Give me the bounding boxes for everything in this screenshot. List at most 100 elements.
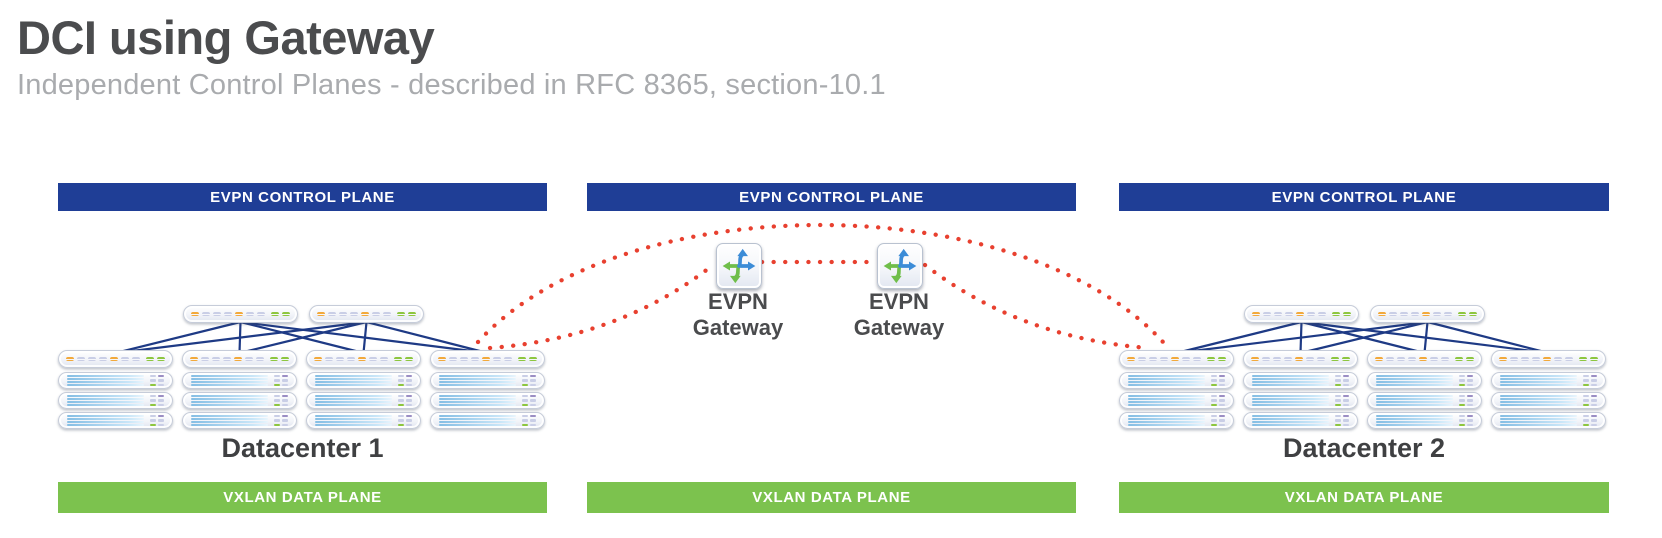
port-dash — [339, 312, 347, 316]
led-dash — [158, 423, 164, 427]
led-dash — [282, 414, 288, 418]
fabric-link-lines — [115, 320, 1549, 355]
server-stripe — [1252, 400, 1329, 404]
led-dash — [530, 414, 536, 418]
gateway-label-line2: Gateway — [853, 315, 945, 340]
server-stripe — [191, 420, 268, 424]
led-dash — [398, 394, 404, 398]
server-stripe — [1252, 377, 1329, 381]
led-dash — [1335, 419, 1341, 422]
port-dash — [350, 312, 358, 316]
led-dash — [1335, 374, 1341, 378]
led-dash — [1211, 414, 1217, 418]
server-leds — [1583, 414, 1597, 427]
server-stripe — [191, 395, 268, 398]
port-dash — [1285, 312, 1293, 316]
led-dash — [1467, 379, 1473, 382]
port-dash — [245, 357, 253, 361]
led-dash — [522, 423, 528, 427]
port-dash — [1332, 312, 1340, 316]
port-dash — [1411, 312, 1419, 316]
server-leds — [274, 414, 288, 427]
port-dash — [1430, 357, 1438, 361]
server-stripe — [439, 395, 516, 398]
server-stripe — [439, 403, 516, 406]
led-dash — [1343, 394, 1349, 398]
server-stripe — [439, 375, 516, 378]
server-icon — [58, 412, 173, 429]
evpn-control-plane-banner: EVPN CONTROL PLANE — [1119, 183, 1609, 211]
server-stripe — [1500, 377, 1577, 381]
server-stripe — [1500, 383, 1577, 386]
server-stripe — [191, 403, 268, 406]
led-dash — [274, 399, 280, 402]
port-dash — [325, 357, 333, 361]
server-stripe — [67, 397, 144, 401]
server-leds — [522, 414, 536, 427]
server-stripe — [1376, 403, 1453, 406]
server-stripe — [1376, 423, 1453, 426]
server-icon — [1243, 412, 1358, 429]
led-dash — [406, 383, 412, 387]
server-stripe — [191, 423, 268, 426]
server-stripe — [67, 395, 144, 398]
port-dash — [66, 357, 74, 361]
server-icon — [1367, 372, 1482, 389]
server-stripe — [1376, 420, 1453, 424]
leaf-switch-icon — [58, 350, 173, 368]
server-leds — [1459, 394, 1473, 407]
led-dash — [406, 379, 412, 382]
leaf-switch-icon — [1367, 350, 1482, 368]
port-dash — [1182, 357, 1190, 361]
server-stripes — [439, 395, 516, 406]
led-dash — [1219, 383, 1225, 387]
server-stripe — [315, 395, 392, 398]
led-dash — [406, 414, 412, 418]
server-icon — [1243, 372, 1358, 389]
rack-column — [1119, 350, 1234, 430]
led-dash — [530, 374, 536, 378]
port-dash — [1251, 357, 1259, 361]
port-dash — [1171, 357, 1179, 361]
server-stripe — [1376, 400, 1453, 404]
led-dash — [1467, 423, 1473, 427]
server-stripe — [1500, 423, 1577, 426]
led-dash — [1459, 419, 1465, 422]
leaf-switch-icon — [1491, 350, 1606, 368]
port-dash — [1207, 357, 1215, 361]
gateway-label-line1: EVPN — [708, 289, 768, 314]
port-dash — [529, 357, 537, 361]
led-dash — [398, 383, 404, 387]
led-dash — [158, 379, 164, 382]
led-dash — [530, 399, 536, 402]
server-icon — [1119, 412, 1234, 429]
port-dash — [1554, 357, 1562, 361]
server-stripe — [1128, 420, 1205, 424]
server-leds — [274, 394, 288, 407]
led-dash — [158, 383, 164, 387]
server-stripe — [1128, 403, 1205, 406]
led-dash — [1335, 399, 1341, 402]
port-dash — [471, 357, 479, 361]
rack-column — [182, 350, 297, 430]
server-icon — [182, 412, 297, 429]
port-dash — [438, 357, 446, 361]
led-dash — [274, 379, 280, 382]
evpn-gateway-label: EVPN Gateway — [814, 289, 984, 341]
server-stripe — [1128, 415, 1205, 418]
port-dash — [1499, 357, 1507, 361]
led-dash — [1459, 383, 1465, 387]
port-dash — [282, 312, 290, 316]
port-dash — [1343, 312, 1351, 316]
server-leds — [150, 394, 164, 407]
server-stripe — [315, 375, 392, 378]
fabric-link-line — [362, 321, 368, 354]
server-stripe — [1128, 383, 1205, 386]
datacenter-1-section: EVPN CONTROL PLANE Datacenter 1 VXLAN DA… — [58, 0, 547, 538]
gateway-label-line1: EVPN — [869, 289, 929, 314]
server-stripe — [315, 423, 392, 426]
server-icon — [58, 372, 173, 389]
server-stripe — [67, 415, 144, 418]
led-dash — [1467, 383, 1473, 387]
leaf-server-grid — [1119, 350, 1609, 430]
